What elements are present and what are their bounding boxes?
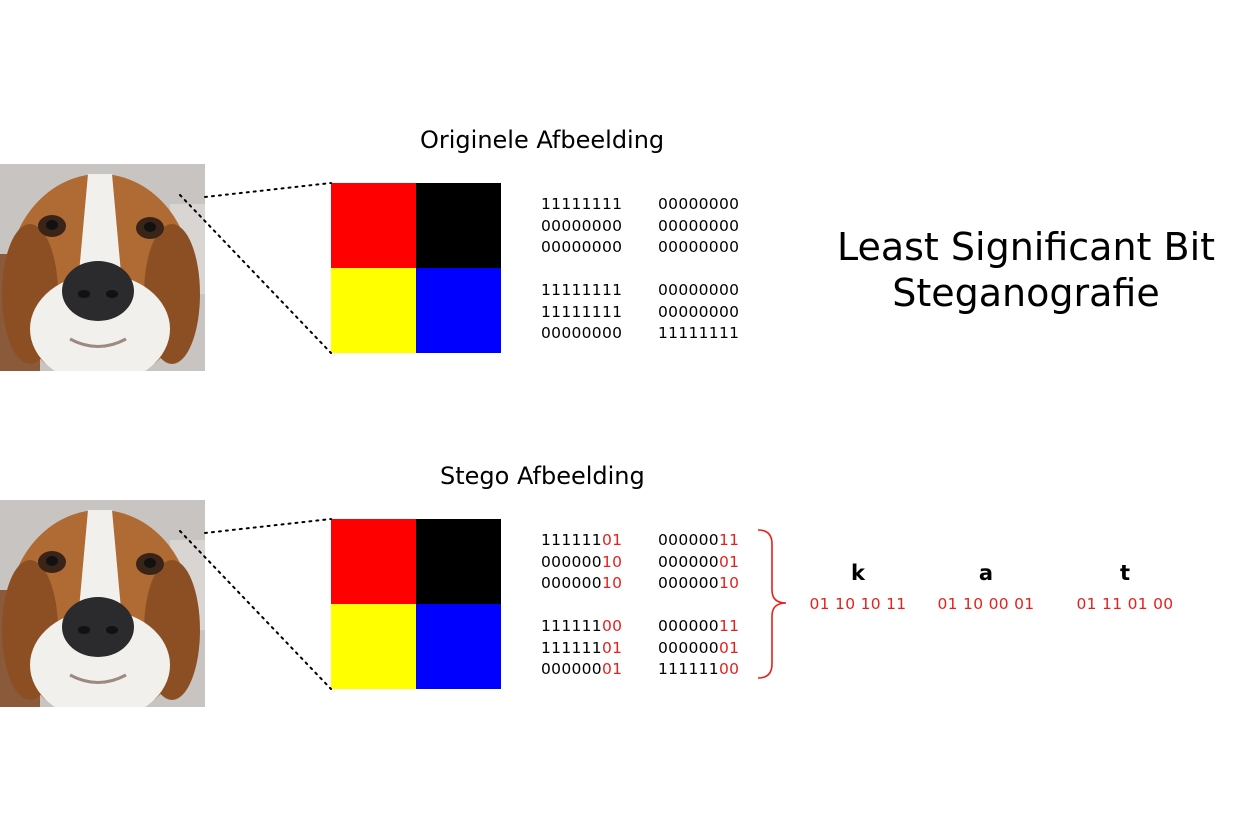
stego-bits-row: 00000001 bbox=[658, 638, 740, 657]
stego-pixel-blue bbox=[416, 604, 501, 689]
original-bits-col1: 11111111 00000000 00000000 11111111 1111… bbox=[541, 194, 622, 345]
stego-bits-row: 00000001 bbox=[541, 660, 623, 678]
stego-zoom-line-top bbox=[204, 518, 332, 534]
original-bits-col1-row: 00000000 bbox=[541, 216, 623, 235]
original-bits-col2-row: 11111111 bbox=[658, 324, 740, 342]
stego-pixel-black bbox=[416, 519, 501, 604]
original-pixel-black bbox=[416, 183, 501, 268]
message-bits-k: 01 10 10 11 bbox=[809, 595, 907, 613]
original-pixel-grid bbox=[331, 183, 501, 353]
original-pixel-blue bbox=[416, 268, 501, 353]
stego-bits-col2: 00000011 00000001 00000010 00000011 0000… bbox=[658, 530, 739, 681]
original-zoom-line-bottom bbox=[179, 194, 332, 354]
stego-bits-row: 11111100 bbox=[541, 617, 623, 635]
original-bits-col2-row: 00000000 bbox=[658, 216, 740, 235]
stego-bits-row: 00000010 bbox=[541, 574, 623, 592]
original-bits-col1-row: 00000000 bbox=[541, 324, 623, 342]
stego-bits-row: 00000010 bbox=[541, 552, 623, 571]
original-zoom-line-top bbox=[204, 182, 332, 198]
original-bits-col2-row: 00000000 bbox=[658, 195, 740, 213]
original-bits-col1-row: 11111111 bbox=[541, 281, 623, 299]
message-bits-a: 01 10 00 01 bbox=[937, 595, 1035, 613]
stego-heading: Stego Afbeelding bbox=[440, 462, 645, 490]
stego-bits-row: 00000001 bbox=[658, 552, 740, 571]
original-bits-col2: 00000000 00000000 00000000 00000000 0000… bbox=[658, 194, 739, 345]
message-letter-t: t bbox=[1119, 561, 1131, 585]
original-bits-col2-row: 00000000 bbox=[658, 302, 740, 321]
curly-brace-icon bbox=[757, 529, 787, 679]
stego-zoom-line-bottom bbox=[179, 530, 332, 690]
original-heading: Originele Afbeelding bbox=[420, 126, 665, 154]
stego-pixel-grid bbox=[331, 519, 501, 689]
stego-dog-image bbox=[0, 500, 205, 707]
stego-pixel-yellow bbox=[331, 604, 416, 689]
stego-pixel-red bbox=[331, 519, 416, 604]
original-bits-col1-row: 11111111 bbox=[541, 195, 623, 213]
stego-bits-row: 00000010 bbox=[658, 574, 740, 592]
main-title-line1: Least Significant Bit bbox=[836, 225, 1216, 269]
original-bits-col1-row: 11111111 bbox=[541, 302, 623, 321]
stego-bits-row: 11111101 bbox=[541, 638, 623, 657]
message-letter-k: k bbox=[851, 561, 865, 585]
stego-bits-row: 00000011 bbox=[658, 531, 740, 549]
stego-bits-row: 11111101 bbox=[541, 531, 623, 549]
main-title: Least Significant Bit Steganografie bbox=[820, 224, 1232, 316]
original-pixel-yellow bbox=[331, 268, 416, 353]
original-bits-col2-row: 00000000 bbox=[658, 281, 740, 299]
message-letter-a: a bbox=[978, 561, 994, 585]
original-bits-col1-row: 00000000 bbox=[541, 238, 623, 256]
original-dog-image bbox=[0, 164, 205, 371]
stego-bits-col1: 11111101 00000010 00000010 11111100 1111… bbox=[541, 530, 622, 681]
stego-bits-row: 11111100 bbox=[658, 660, 740, 678]
stego-bits-row: 00000011 bbox=[658, 617, 740, 635]
original-pixel-red bbox=[331, 183, 416, 268]
message-bits-t: 01 11 01 00 bbox=[1076, 595, 1174, 613]
original-bits-col2-row: 00000000 bbox=[658, 238, 740, 256]
main-title-line2: Steganografie bbox=[892, 271, 1160, 315]
